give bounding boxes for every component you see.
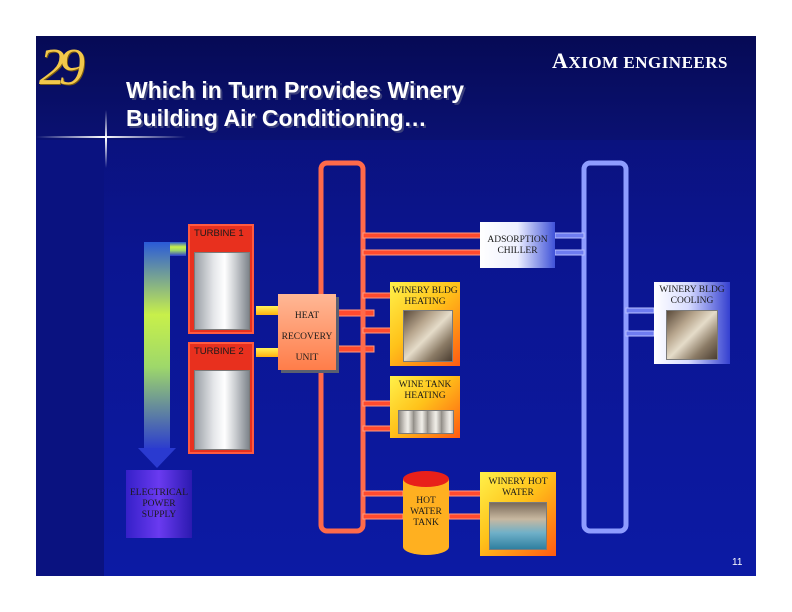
turbine-1-label: TURBINE 1 — [194, 228, 244, 239]
header-band — [36, 36, 756, 140]
bldg-heating-line-1: WINERY BLDG — [392, 286, 458, 296]
turbine-2: TURBINE 2 — [188, 342, 254, 454]
hwt-line-2: WATER — [410, 507, 442, 517]
tank-heating-photo — [398, 410, 454, 434]
hot-water-tank-shape — [403, 471, 449, 555]
hot-branches — [362, 232, 482, 520]
turbine-1: TURBINE 1 — [188, 224, 254, 334]
title-line-2: Building Air Conditioning… — [126, 105, 427, 131]
hru-line-1: HEAT — [294, 311, 320, 321]
slide: 29 AXIOM ENGINEERS Which in Turn Provide… — [36, 36, 756, 576]
electrical-power-supply: ELECTRICAL POWER SUPPLY — [126, 470, 192, 538]
turbine-2-photo — [194, 370, 250, 450]
brand-rest: XIOM ENGINEERS — [568, 53, 728, 72]
slide-title: Which in Turn Provides Winery Building A… — [126, 76, 556, 132]
winery-bldg-heating: WINERY BLDG HEATING — [390, 282, 460, 366]
hot-water-line-1: WINERY HOT — [488, 477, 548, 487]
left-band — [36, 140, 104, 576]
page-number: 11 — [732, 557, 743, 568]
slide-number-badge: 29 — [39, 39, 85, 96]
chilled-water-loop — [581, 160, 629, 534]
chiller-line-1: ADSORPTION — [487, 235, 548, 245]
winery-bldg-cooling: WINERY BLDG COOLING — [654, 282, 730, 364]
hot-water-line-2: WATER — [502, 488, 534, 498]
bldg-cooling-line-1: WINERY BLDG — [659, 285, 725, 295]
hru-line-3: UNIT — [295, 353, 319, 363]
tank-heating-line-2: HEATING — [404, 391, 446, 401]
bldg-heating-photo — [403, 310, 453, 362]
winery-hot-water: WINERY HOT WATER — [480, 472, 556, 556]
elec-line-1: ELECTRICAL — [129, 488, 189, 498]
bldg-cooling-line-2: COOLING — [670, 296, 714, 306]
cold-branches — [554, 232, 655, 337]
heat-recovery-unit: HEAT RECOVERY UNIT — [278, 294, 336, 370]
brand-initial: A — [552, 48, 569, 73]
brand-logo: AXIOM ENGINEERS — [552, 48, 728, 74]
hot-water-photo — [489, 502, 547, 550]
tank-heating-line-1: WINE TANK — [398, 380, 452, 390]
turbine-2-label: TURBINE 2 — [194, 346, 244, 357]
sparkle-vertical — [105, 110, 107, 168]
adsorption-chiller: ADSORPTION CHILLER — [480, 222, 555, 268]
chiller-line-2: CHILLER — [497, 246, 538, 256]
elec-line-2: POWER — [142, 499, 176, 509]
power-arrow — [138, 242, 186, 468]
bldg-heating-line-2: HEATING — [404, 297, 446, 307]
hwt-line-3: TANK — [413, 518, 439, 528]
bldg-cooling-photo — [666, 310, 718, 360]
hwt-line-1: HOT — [416, 496, 436, 506]
elec-line-3: SUPPLY — [141, 510, 177, 520]
hru-connectors — [335, 309, 375, 353]
title-line-1: Which in Turn Provides Winery — [126, 77, 465, 103]
wine-tank-heating: WINE TANK HEATING — [390, 376, 460, 438]
hru-line-2: RECOVERY — [281, 332, 333, 342]
exhaust-pipes — [256, 306, 280, 357]
sparkle-horizontal — [36, 136, 186, 138]
turbine-1-photo — [194, 252, 250, 330]
hot-water-tank: HOT WATER TANK — [403, 496, 449, 536]
